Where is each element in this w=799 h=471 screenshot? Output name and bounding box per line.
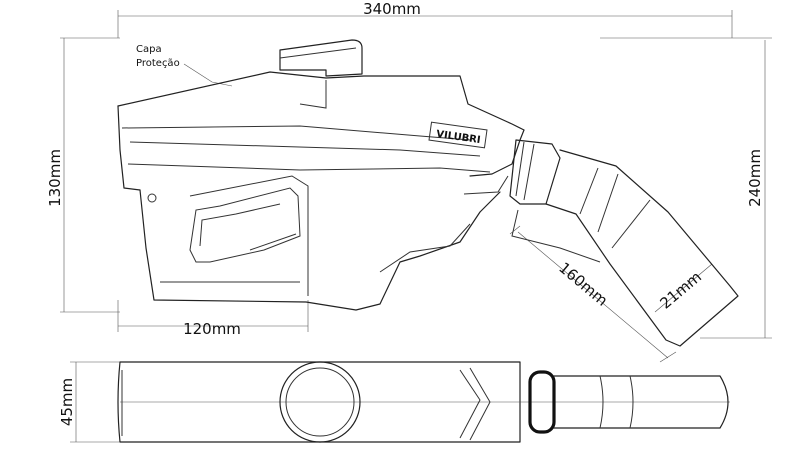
dim-total-height: 240mm <box>746 149 764 207</box>
dim-body-thickness: 45mm <box>58 378 76 426</box>
nozzle-spout <box>511 149 739 347</box>
dim-overall-width: 340mm <box>363 0 421 18</box>
nozzle-side-view <box>117 39 561 311</box>
cap-label-line2: Proteção <box>136 58 180 69</box>
dimension-lines <box>60 10 772 443</box>
dim-overall-height: 130mm <box>46 149 64 207</box>
dim-handle-width: 120mm <box>183 320 241 338</box>
dim-spout-diameter: 21mm <box>656 268 705 313</box>
dim-spout-length: 160mm <box>555 259 611 310</box>
cap-label-line1: Capa <box>136 44 162 55</box>
brand-logo-text: VILUBRI <box>435 129 481 146</box>
nozzle-top-view <box>117 361 730 443</box>
